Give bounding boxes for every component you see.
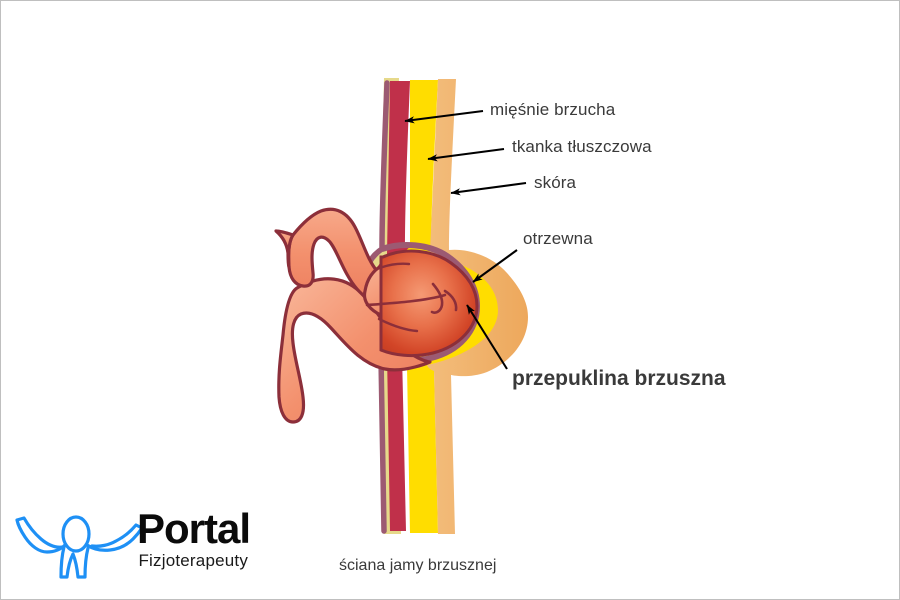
- arrow-hernia: [466, 304, 508, 370]
- hernia-fold-2: [430, 282, 444, 314]
- caption-abdominal-wall: ściana jamy brzusznej: [339, 557, 497, 574]
- arrow-muscles: [404, 109, 484, 124]
- logo-subtitle-text: Fizjoterapeuty: [138, 551, 249, 570]
- arrow-peritoneum: [472, 249, 518, 283]
- label-hernia-main: przepuklina brzuszna: [512, 367, 726, 390]
- hernia-fold-1: [365, 293, 447, 307]
- label-fat: tkanka tłuszczowa: [512, 137, 652, 156]
- portal-fizjoterapeuty-logo[interactable]: Portal Fizjoterapeuty: [15, 501, 265, 589]
- leader-arrows-group: [404, 109, 527, 370]
- arrow-fat: [427, 147, 505, 162]
- label-muscles: mięśnie brzucha: [490, 100, 616, 119]
- arrow-skin: [450, 181, 527, 196]
- hernia-fold-5: [375, 262, 411, 271]
- intestine-cut-end-upper: [274, 229, 295, 269]
- logo-brand-text: Portal: [137, 505, 251, 552]
- hernia-fold-3: [443, 289, 458, 312]
- label-skin: skóra: [534, 173, 577, 192]
- hernia-fold-4: [377, 317, 419, 333]
- person-arms-outstretched-icon: [15, 515, 144, 579]
- logo-text-block: Portal Fizjoterapeuty: [137, 505, 251, 571]
- wall-skin-layer: [427, 79, 528, 534]
- hernia-bulge-group: [365, 249, 479, 358]
- label-peritoneum: otrzewna: [523, 229, 593, 248]
